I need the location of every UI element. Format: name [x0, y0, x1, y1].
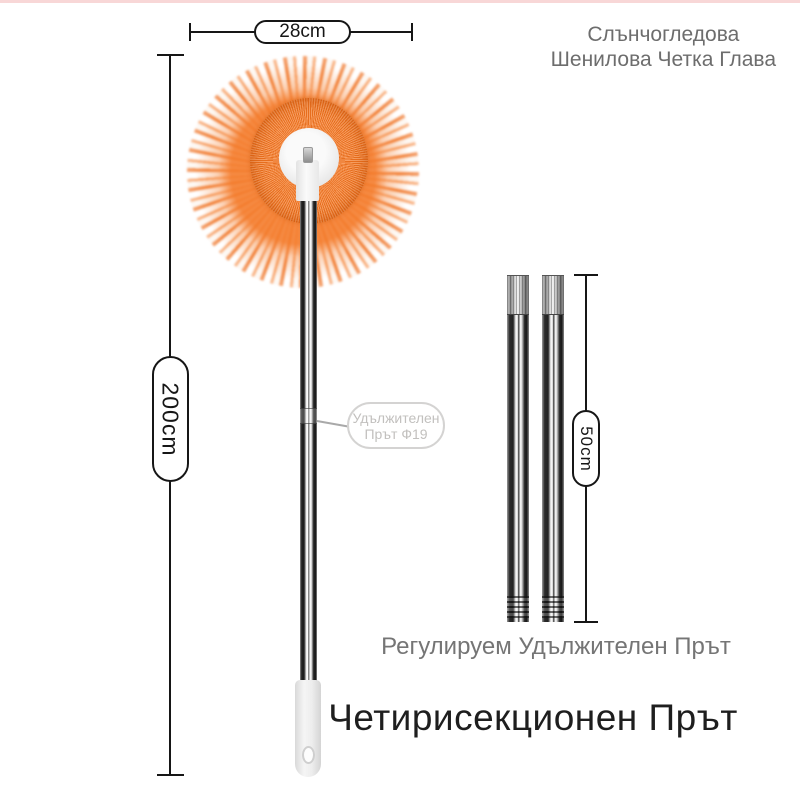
top-border-strip [0, 0, 800, 3]
pole-threads [507, 596, 529, 618]
pole-collar [542, 275, 564, 315]
connector-pin [303, 147, 313, 163]
pole-connector [296, 160, 319, 201]
pole-diameter-tag: Удължителен Прът Ф19 [347, 402, 445, 449]
pole-handle [295, 680, 321, 777]
dimension-tick-bottom [157, 774, 184, 776]
pole-collar [507, 275, 529, 315]
pole-length-text: 200cm [158, 381, 185, 457]
main-title: Четирисекционен Прът [328, 697, 738, 738]
pole-length-label: 200cm [152, 356, 189, 482]
pole-threads [542, 596, 564, 618]
head-caption: Слънчогледова Шенилова Четка Глава [551, 22, 776, 72]
section-length-label: 50cm [572, 410, 600, 487]
dimension-tick-top [574, 274, 598, 276]
pole-joint [300, 408, 317, 424]
head-width-dimension: 28cm [189, 20, 413, 44]
dimension-tick-right [411, 23, 413, 41]
dimension-tick-top [157, 54, 184, 56]
head-caption-line2: Шенилова Четка Глава [550, 48, 776, 71]
pole-length-dimension: 200cm [152, 54, 189, 776]
mop-pole [300, 199, 317, 682]
leader-line [316, 420, 350, 428]
spare-pole-2 [542, 275, 564, 622]
head-width-label: 28cm [254, 20, 351, 44]
section-length-dimension: 50cm [572, 274, 600, 623]
hang-hole [302, 746, 315, 764]
dimension-tick-left [189, 23, 191, 41]
extension-caption: Регулируем Удължителен Прът [381, 633, 731, 660]
spare-pole-1 [507, 275, 529, 622]
head-caption-line1: Слънчогледова [587, 23, 740, 46]
section-length-text: 50cm [577, 425, 597, 472]
dimension-tick-bottom [574, 621, 598, 623]
tag-line1: Удължителен [352, 409, 440, 426]
tag-line2: Прът Ф19 [364, 425, 428, 442]
